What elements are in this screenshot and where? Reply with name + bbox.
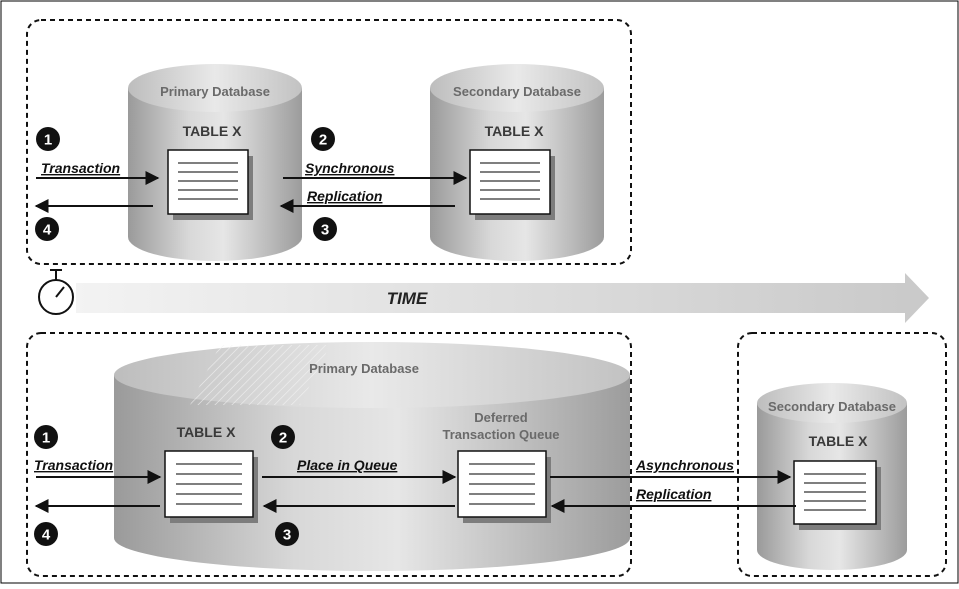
sync-secondary-database: Secondary Database TABLE X [430,64,604,261]
sync-step-3-badge: 3 [313,217,337,241]
sync-synchronous-label: Synchronous [305,160,395,176]
sync-step-1-badge: 1 [36,127,60,151]
sync-primary-table-icon [167,149,249,215]
queue-label-line1: Deferred [474,410,528,425]
async-replication-label: Replication [636,486,711,502]
async-step-3-badge: 3 [275,522,299,546]
async-primary-table-label: TABLE X [177,424,237,440]
async-secondary-panel-border [737,332,947,577]
svg-text:4: 4 [42,527,51,544]
async-secondary-db-title: Secondary Database [768,399,896,414]
sync-secondary-table-label: TABLE X [485,123,545,139]
sync-replication-label: Replication [307,188,382,204]
svg-text:3: 3 [283,527,291,544]
async-transaction-label: Transaction [34,457,113,473]
queue-label-line2: Transaction Queue [442,427,559,442]
async-step-4-badge: 4 [34,522,58,546]
sync-panel-border [26,19,632,265]
svg-text:2: 2 [279,430,287,447]
async-step-1-badge: 1 [34,425,58,449]
async-secondary-database: Secondary Database TABLE X [757,383,907,570]
svg-text:3: 3 [321,222,329,239]
stopwatch-icon [38,269,74,315]
sync-secondary-db-title: Secondary Database [453,84,581,99]
place-in-queue-label: Place in Queue [297,457,398,473]
asynchronous-label: Asynchronous [635,457,734,473]
time-arrow [76,273,929,323]
sync-primary-database: Primary Database TABLE X [128,64,302,261]
svg-text:2: 2 [319,132,327,149]
time-label: TIME [387,289,428,308]
async-step-2-badge: 2 [271,425,295,449]
sync-step-4-badge: 4 [35,217,59,241]
svg-text:1: 1 [42,430,50,447]
async-panel-border [26,332,632,577]
sync-primary-db-title: Primary Database [160,84,270,99]
sync-step-2-badge: 2 [311,127,335,151]
sync-primary-table-label: TABLE X [183,123,243,139]
async-primary-db-title: Primary Database [309,361,419,376]
sync-transaction-label: Transaction [41,160,120,176]
sync-secondary-table-icon [469,149,551,215]
svg-text:1: 1 [44,132,52,149]
async-primary-database: Primary Database TABLE X Deferred Transa… [114,342,630,571]
async-secondary-table-label: TABLE X [809,433,869,449]
svg-text:4: 4 [43,222,52,239]
